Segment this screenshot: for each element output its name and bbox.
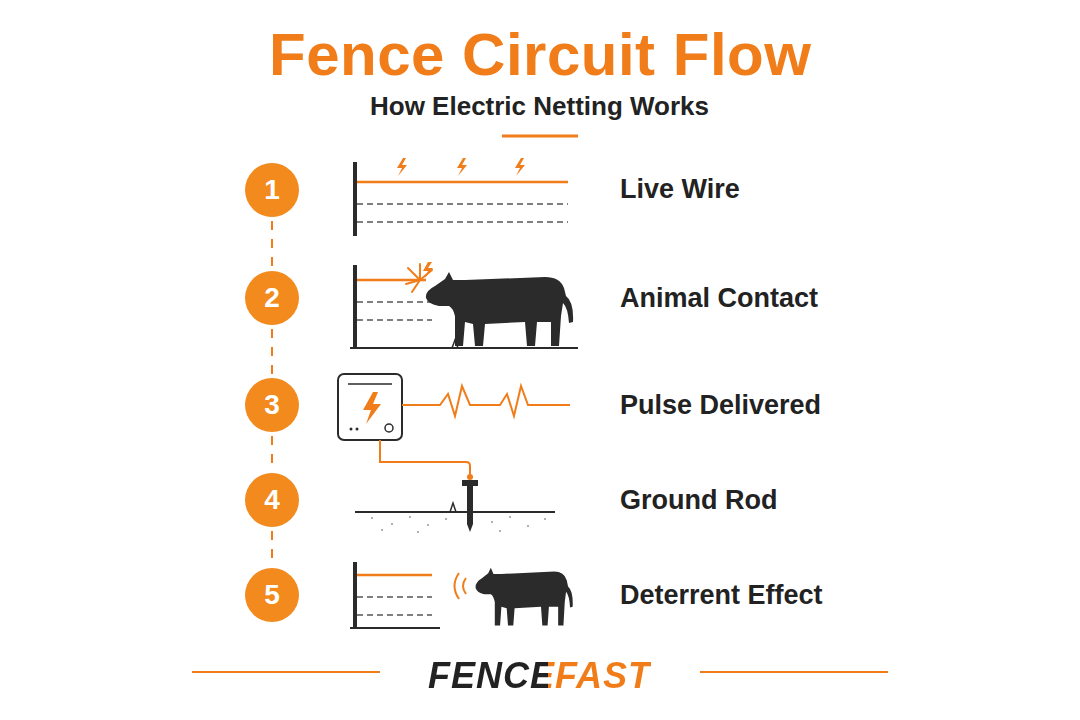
dashed-connector [271, 221, 273, 267]
footer-rule [700, 671, 888, 673]
accent-rule [502, 135, 578, 138]
brand-logo: FENCEFAST [428, 655, 651, 697]
subtitle: How Electric Netting Works [370, 91, 709, 122]
deterrent-figure [350, 562, 573, 628]
callout-number: 4 [264, 484, 280, 516]
energizer-figure [338, 374, 570, 480]
dashed-connector [271, 436, 273, 469]
step-label: Ground Rod [620, 485, 777, 516]
dashed-connector [271, 329, 273, 374]
live-wire-figure [353, 158, 568, 236]
step-number-circle: 2 [245, 271, 299, 325]
step-label: Pulse Delivered [620, 390, 821, 421]
step-number-circle: 1 [245, 163, 299, 217]
step-label: Animal Contact [620, 283, 818, 314]
step-label: Live Wire [620, 174, 740, 205]
callout-number: 2 [264, 282, 280, 314]
footer-rule [192, 671, 380, 673]
animal-contact-figure [350, 262, 578, 349]
ground-rod-figure [355, 480, 555, 533]
step-number-circle: 3 [245, 378, 299, 432]
title: Fence Circuit Flow [269, 20, 811, 89]
step-number-circle: 4 [245, 473, 299, 527]
callout-number: 5 [264, 579, 280, 611]
callout-number: 3 [264, 389, 280, 421]
callout-number: 1 [264, 174, 280, 206]
step-number-circle: 5 [245, 568, 299, 622]
step-label: Deterrent Effect [620, 580, 823, 611]
dashed-connector [271, 531, 273, 564]
